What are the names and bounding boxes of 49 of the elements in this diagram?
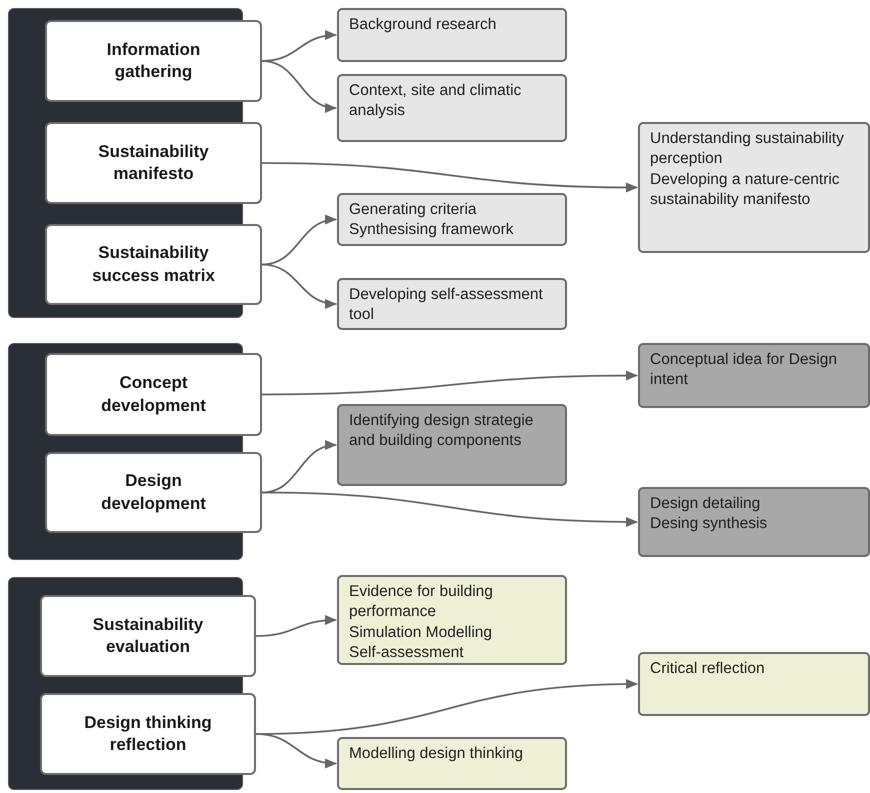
phase-label: Design development bbox=[100, 470, 207, 514]
activity-box bbox=[638, 652, 870, 716]
activity-box bbox=[638, 487, 870, 557]
phase-box bbox=[45, 20, 262, 102]
phase-box bbox=[45, 122, 262, 204]
activity-text: Self-assessment bbox=[349, 643, 465, 664]
activity-text: Developing a nature-centric sustainability manifesto bbox=[650, 170, 841, 210]
arrow bbox=[262, 264, 337, 308]
activity-box bbox=[337, 278, 567, 330]
arrow bbox=[256, 615, 337, 637]
activity-text: Developing self-assessment tool bbox=[349, 285, 544, 326]
activity-box bbox=[638, 343, 870, 408]
arrow bbox=[262, 370, 638, 396]
phase-box bbox=[45, 224, 262, 305]
arrow bbox=[256, 733, 337, 768]
activity-box bbox=[337, 737, 567, 790]
activity-box bbox=[337, 8, 567, 62]
phase-label: Sustainability manifesto bbox=[97, 140, 210, 185]
activity-text: Understanding sustainability perception bbox=[650, 129, 845, 170]
activity-text: Identifying design strategie and building components bbox=[349, 411, 534, 452]
activity-text: Synthesising framework bbox=[349, 220, 515, 240]
activity-text: Critical reflection bbox=[650, 659, 766, 679]
activity-text: Desing synthesis bbox=[650, 514, 768, 534]
activity-box bbox=[337, 575, 567, 665]
activity-text: Context, site and climatic analysis bbox=[349, 81, 522, 122]
activity-text: Design detailing bbox=[650, 494, 762, 514]
activity-box bbox=[638, 122, 870, 253]
activity-box bbox=[337, 404, 567, 486]
activity-text: Background research bbox=[349, 15, 498, 35]
activity-text: Conceptual idea for Design intent bbox=[650, 350, 838, 390]
phase-label: Sustainability success matrix bbox=[91, 242, 216, 286]
phase-box bbox=[45, 452, 262, 533]
arrow bbox=[262, 492, 638, 527]
arrow bbox=[262, 60, 337, 112]
phase-box bbox=[45, 353, 262, 436]
activity-text: Modelling design thinking bbox=[349, 744, 524, 764]
activity-box bbox=[337, 193, 567, 246]
arrow bbox=[262, 162, 638, 192]
activity-text: Evidence for building performance bbox=[349, 582, 494, 622]
phase-label: Information gathering bbox=[106, 38, 202, 83]
phase-label: Concept development bbox=[100, 372, 207, 416]
phase-label: Sustainability evaluation bbox=[92, 614, 204, 658]
phase-box bbox=[40, 693, 256, 775]
phase-box bbox=[40, 595, 256, 677]
activity-text: Simulation Modelling bbox=[349, 622, 494, 643]
activity-text: Generating criteria bbox=[349, 200, 478, 220]
arrow bbox=[262, 216, 337, 266]
activity-box bbox=[337, 74, 567, 142]
phase-label: Design thinking reflection bbox=[83, 712, 213, 756]
